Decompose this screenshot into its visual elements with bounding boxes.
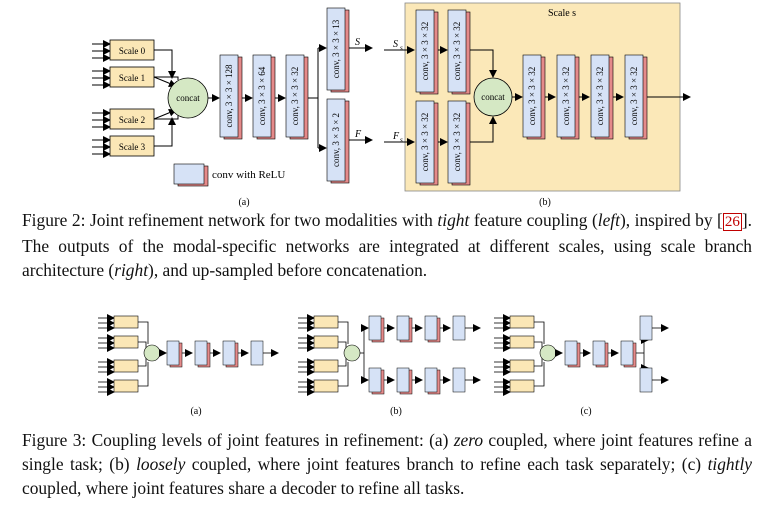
b-bottom-conv-1: conv, 3 × 3 × 32 <box>415 100 439 186</box>
figure2-caption-left: left <box>597 210 620 230</box>
figure2-caption-t1: Joint refinement network for two modalit… <box>89 210 433 230</box>
legend: conv with ReLU <box>173 163 285 187</box>
figure3-caption-zero: zero <box>453 430 484 450</box>
conv-2-label: conv, 3 × 3 × 2 <box>331 113 341 167</box>
scale3-label: Scale 3 <box>119 142 146 152</box>
b-top-conv-2: conv, 3 × 3 × 32 <box>447 9 471 95</box>
b-top-conv-1: conv, 3 × 3 × 32 <box>415 9 439 95</box>
conv-32-label: conv, 3 × 3 × 32 <box>290 67 300 126</box>
figure2-caption-label: Figure 2: <box>22 210 86 230</box>
figure3-c: (c) <box>494 314 669 417</box>
figure3-caption: Figure 3: Coupling levels of joint featu… <box>22 428 752 500</box>
figure2-caption-right: right <box>114 260 149 280</box>
b-post-conv-3: conv, 3 × 3 × 32 <box>590 54 614 140</box>
b-post-conv-1: conv, 3 × 3 × 32 <box>522 54 546 140</box>
b-post-conv-3-label: conv, 3 × 3 × 32 <box>595 67 605 126</box>
b-post-conv-2: conv, 3 × 3 × 32 <box>556 54 580 140</box>
b-post-conv-2-label: conv, 3 × 3 × 32 <box>561 67 571 126</box>
b-bottom-conv-2: conv, 3 × 3 × 32 <box>447 100 471 186</box>
concat-label: concat <box>176 93 200 103</box>
output-f-label: F <box>354 129 362 140</box>
figure3-sub-c: (c) <box>580 406 591 417</box>
input-f-sub: s <box>400 136 403 144</box>
figure2-caption-t2: feature coupling ( <box>473 210 598 230</box>
figure2-b: Scale s S s F s conv, 3 × 3 × 32 conv, 3… <box>384 2 691 208</box>
conv-128-block: conv, 3 × 3 × 128 <box>219 54 243 140</box>
figure3-caption-t4: coupled, where joint features share a de… <box>22 478 465 498</box>
figure2-caption-t4: ]. The outputs of the modal-specific net… <box>22 210 752 280</box>
figure3-b: (b) <box>298 314 481 417</box>
b-post-conv-4: conv, 3 × 3 × 32 <box>624 54 648 140</box>
conv-64-block: conv, 3 × 3 × 64 <box>252 54 276 140</box>
figure2-caption-t3: ), inspired by [ <box>619 210 723 230</box>
conv-13-block: conv, 3 × 3 × 13 <box>326 7 350 93</box>
b-top-conv-2-label: conv, 3 × 3 × 32 <box>452 22 462 81</box>
input-f-label: F <box>392 131 400 142</box>
figure3-a: (a) <box>98 314 279 417</box>
conv-128-label: conv, 3 × 3 × 128 <box>224 64 234 128</box>
figure2-sub-b: (b) <box>539 197 551 208</box>
figure3-caption-label: Figure 3: <box>22 430 87 450</box>
figure2-caption-t5: ), and up-sampled before concatenation. <box>148 260 428 280</box>
figure3-sub-a: (a) <box>190 406 201 417</box>
conv-32-block: conv, 3 × 3 × 32 <box>285 54 309 140</box>
scale0-label: Scale 0 <box>119 46 146 56</box>
legend-label: conv with ReLU <box>212 169 285 181</box>
output-s-label: S <box>355 37 360 48</box>
figure3-caption-t3: coupled, where joint features branch to … <box>191 454 702 474</box>
b-post-conv-4-label: conv, 3 × 3 × 32 <box>629 67 639 126</box>
figure2-a: Scale 0 Scale 1 Scale 2 Scale 3 concat c… <box>92 7 373 208</box>
scale-title: Scale s <box>548 8 576 19</box>
figure2-sub-a: (a) <box>238 197 249 208</box>
b-bottom-conv-1-label: conv, 3 × 3 × 32 <box>420 113 430 172</box>
citation-link[interactable]: 26 <box>722 213 742 231</box>
conv-64-label: conv, 3 × 3 × 64 <box>257 66 267 125</box>
b-top-conv-1-label: conv, 3 × 3 × 32 <box>420 22 430 81</box>
figure3-caption-loosely: loosely <box>136 454 186 474</box>
figure3-sub-b: (b) <box>390 406 402 417</box>
figure2-caption: Figure 2: Joint refinement network for t… <box>22 208 752 282</box>
scale1-label: Scale 1 <box>119 73 145 83</box>
b-concat-label: concat <box>481 92 505 102</box>
figure3-caption-tightly: tightly <box>707 454 752 474</box>
input-s-sub: s <box>400 44 403 52</box>
figure2-caption-tight: tight <box>437 210 470 230</box>
figure3-caption-t1: Coupling levels of joint features in ref… <box>91 430 449 450</box>
b-bottom-conv-2-label: conv, 3 × 3 × 32 <box>452 113 462 172</box>
input-s-label: S <box>393 39 398 50</box>
figure3-caption-t2: coupled, where joint features refine a s… <box>22 430 752 474</box>
conv-13-label: conv, 3 × 3 × 13 <box>331 19 341 78</box>
conv-2-block: conv, 3 × 3 × 2 <box>326 98 350 184</box>
b-post-conv-1-label: conv, 3 × 3 × 32 <box>527 67 537 126</box>
scale2-label: Scale 2 <box>119 115 145 125</box>
